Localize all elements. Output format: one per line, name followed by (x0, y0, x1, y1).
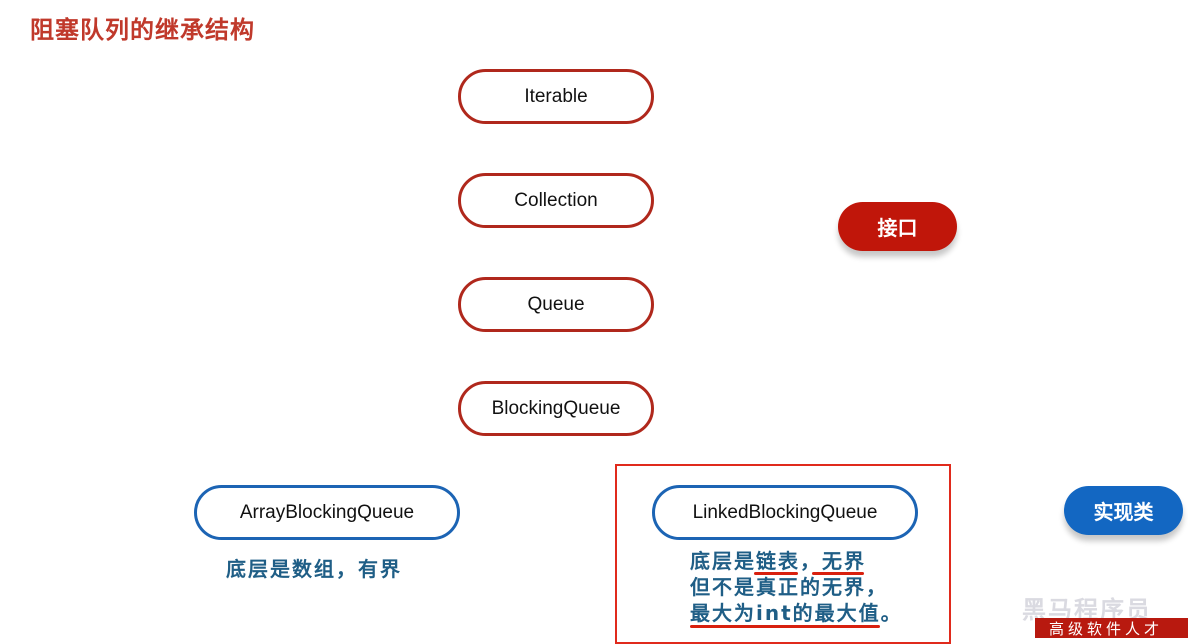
array-note: 底层是数组，有界 (226, 557, 402, 581)
node-iterable: Iterable (458, 69, 654, 124)
node-linked-blocking-queue: LinkedBlockingQueue (652, 485, 918, 540)
underline-unbounded (812, 572, 864, 575)
linked-note-line3: 最大为int的最大值。 (690, 601, 903, 625)
linked-note-line1: 底层是链表，无界 (690, 549, 866, 573)
node-array-blocking-queue: ArrayBlockingQueue (194, 485, 460, 540)
underline-max-value (690, 625, 880, 628)
underline-linked-list (754, 572, 798, 575)
node-blocking-queue: BlockingQueue (458, 381, 654, 436)
linked-note-line2: 但不是真正的无界， (690, 575, 888, 599)
interface-tag: 接口 (838, 202, 957, 251)
page-title: 阻塞队列的继承结构 (30, 16, 255, 44)
implementation-tag: 实现类 (1064, 486, 1183, 535)
node-queue: Queue (458, 277, 654, 332)
corner-banner: 高级软件人才 (1035, 618, 1188, 638)
node-collection: Collection (458, 173, 654, 228)
